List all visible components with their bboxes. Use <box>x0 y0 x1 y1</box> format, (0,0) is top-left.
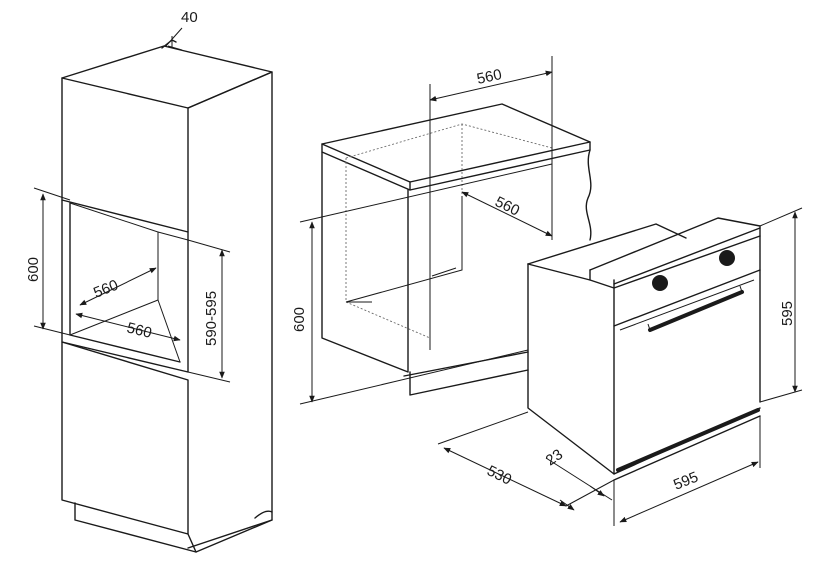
oven-dimensions: 595 530 23 595 <box>437 207 803 526</box>
oven-knob-left[interactable] <box>652 275 668 291</box>
column-cabinet <box>61 39 273 553</box>
dim-column-niche-width: 560 <box>125 319 153 342</box>
oven <box>527 217 761 481</box>
counter-cabinet <box>321 103 592 396</box>
dim-counter-height: 600 <box>291 307 308 332</box>
dim-oven-height: 595 <box>779 301 796 326</box>
dim-column-niche-depth: 560 <box>91 277 121 302</box>
dim-counter-width: 560 <box>475 66 503 88</box>
dim-oven-depth: 530 <box>484 462 514 488</box>
oven-knob-right[interactable] <box>719 250 735 266</box>
dim-column-top-gap: 40 <box>181 9 198 26</box>
dim-oven-width: 595 <box>671 469 701 494</box>
column-dimensions: 40 600 560 560 590-595 <box>25 9 231 383</box>
dim-counter-depth: 560 <box>492 193 522 219</box>
dim-column-niche-height: 600 <box>25 257 42 282</box>
dim-column-cabinet-height: 590-595 <box>203 291 220 346</box>
dim-oven-front-thickness: 23 <box>543 446 566 469</box>
